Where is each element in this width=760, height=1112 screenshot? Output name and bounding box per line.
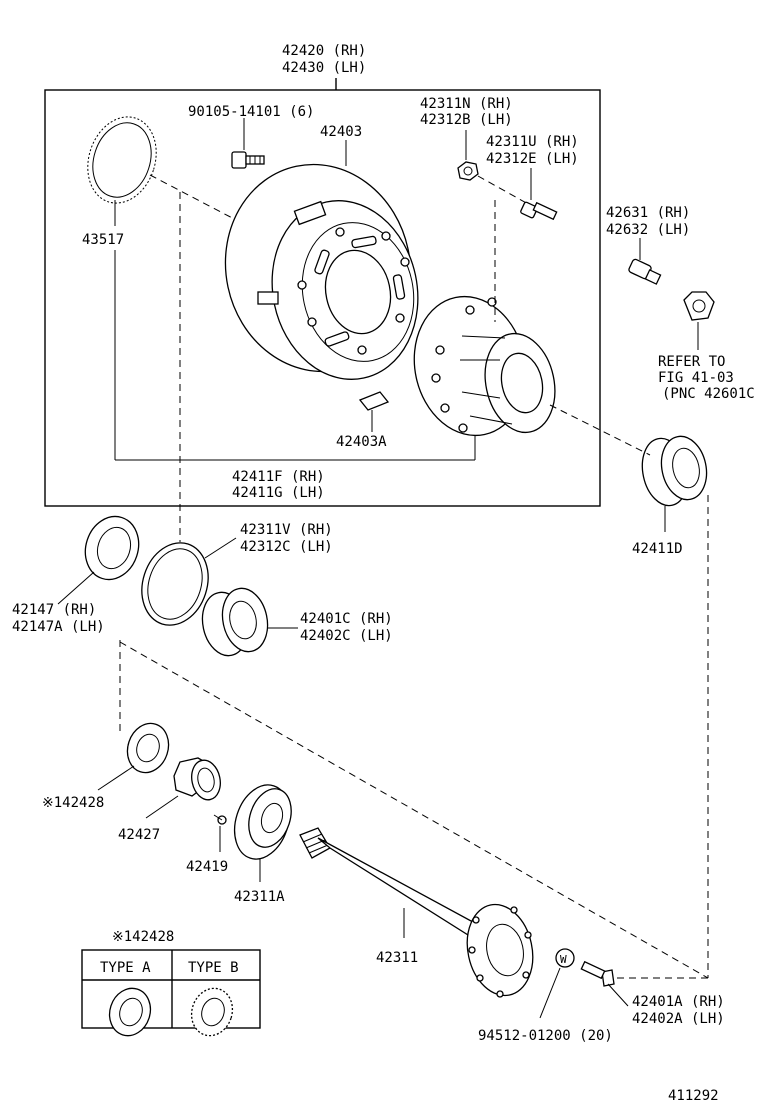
label-cup-rh: 42311V (RH)	[240, 522, 333, 538]
cup-leader	[204, 537, 237, 559]
label-hub-rh: 42411F (RH)	[232, 469, 325, 485]
label-abs-ring: 43517	[82, 232, 124, 248]
label-cup-lh: 42312C (LH)	[240, 539, 333, 555]
refer-hex-nut-part	[683, 291, 715, 321]
seal-part	[84, 515, 140, 581]
stud-bolt-part	[520, 201, 558, 221]
label-oil-seal: 42311A	[234, 889, 285, 905]
label-nut-lh: 42312B (LH)	[420, 112, 513, 128]
axle-shaft-part	[299, 827, 534, 998]
bearing-cup-part	[141, 542, 209, 626]
label-hub-lh: 42411G (LH)	[232, 485, 325, 501]
screw-part	[213, 814, 227, 825]
flange-bolt-leader	[607, 983, 629, 1007]
axle-hub-part	[413, 295, 556, 437]
figure-number: 411292	[668, 1088, 719, 1104]
label-stud-rh: 42311U (RH)	[486, 134, 579, 150]
label-lock-nut: 42427	[118, 827, 160, 843]
ring-dash-line	[149, 174, 241, 223]
label-key: 42403A	[336, 434, 387, 450]
lock-washer-part	[126, 722, 170, 774]
inset-title: ※142428	[112, 929, 174, 945]
label-drum: 42403	[320, 124, 362, 140]
key-part	[358, 391, 390, 411]
label-outer-bearing: 42411D	[632, 541, 683, 557]
brake-drum-part	[224, 163, 419, 380]
inset-type-b: TYPE B	[188, 960, 239, 976]
drum-bolt-part	[231, 151, 265, 169]
label-hub-bolt-rh: 42631 (RH)	[606, 205, 690, 221]
label-nut-rh: 42311N (RH)	[420, 96, 513, 112]
label-stud-lh: 42312E (LH)	[486, 151, 579, 167]
label-hub-bolt-lh: 42632 (LH)	[606, 222, 690, 238]
inset-type-a: TYPE A	[100, 960, 151, 976]
hub-bolt-part	[628, 258, 662, 285]
lock-nut-leader	[145, 795, 179, 819]
label-washer: ※142428	[42, 795, 104, 811]
label-w-mark: W	[560, 953, 567, 966]
oil-seal-part	[233, 784, 292, 860]
lock-nut-part	[173, 757, 221, 801]
washer-w-leader	[539, 967, 561, 1019]
label-refer-1: REFER TO	[658, 354, 725, 370]
nut-dash	[477, 175, 531, 206]
label-seal-lh: 42147A (LH)	[12, 619, 105, 635]
outer-bearing-part	[641, 435, 708, 507]
label-hub-assy-lh: 42430 (LH)	[282, 60, 366, 76]
label-refer-3: (PNC 42601C	[662, 386, 755, 402]
washer-w-part	[555, 948, 575, 968]
label-flange-bolt-lh: 42402A (LH)	[632, 1011, 725, 1027]
label-hub-assy-rh: 42420 (RH)	[282, 43, 366, 59]
label-bearing-lh: 42402C (LH)	[300, 628, 393, 644]
label-bolt: 90105-14101 (6)	[188, 104, 314, 120]
flange-bolt-part	[580, 960, 615, 987]
type-b-washer	[190, 987, 234, 1037]
type-a-washer	[108, 987, 152, 1037]
seal-leader	[57, 571, 95, 605]
inset-box	[81, 949, 261, 1029]
hub-nut-part	[457, 161, 479, 181]
hub-assembly-box	[44, 89, 601, 507]
label-washer-w: 94512-01200 (20)	[478, 1028, 613, 1044]
shaft-axis-dash	[119, 641, 709, 979]
label-shaft: 42311	[376, 950, 418, 966]
abs-ring-part	[87, 116, 157, 204]
inner-bearing-part	[201, 587, 269, 657]
label-flange-bolt-rh: 42401A (RH)	[632, 994, 725, 1010]
label-screw: 42419	[186, 859, 228, 875]
label-refer-2: FIG 41-03	[658, 370, 734, 386]
hub-to-bearing-dash	[549, 404, 651, 456]
washer-leader	[97, 765, 135, 791]
label-bearing-rh: 42401C (RH)	[300, 611, 393, 627]
label-seal-rh: 42147 (RH)	[12, 602, 96, 618]
